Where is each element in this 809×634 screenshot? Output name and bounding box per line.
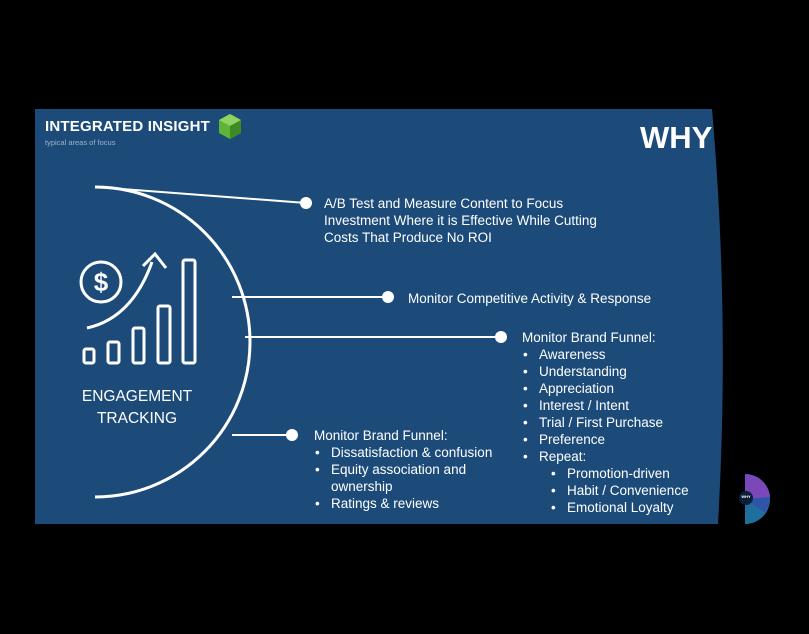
sub-list-item: Emotional Loyalty (522, 499, 689, 516)
list-item: Dissatisfaction & confusion (314, 444, 504, 461)
list-item: Understanding (522, 363, 689, 380)
list-item: Awareness (522, 346, 689, 363)
branch-4-list: Dissatisfaction & confusion Equity assoc… (314, 444, 504, 512)
brand-title: INTEGRATED INSIGHT (45, 118, 210, 135)
widget-center-label: WHY (741, 494, 751, 499)
branch-2-title: Monitor Competitive Activity & Response (408, 291, 652, 306)
branch-1-line: Costs That Produce No ROI (324, 230, 492, 245)
branch-1-line: Investment Where it is Effective While C… (324, 213, 597, 228)
list-item: Interest / Intent (522, 397, 689, 414)
list-item: Repeat: (522, 448, 689, 465)
connector-dot-2 (382, 291, 394, 303)
list-item: Preference (522, 431, 689, 448)
branch-3-list: Awareness Understanding Appreciation Int… (522, 346, 689, 516)
branch-2: Monitor Competitive Activity & Response (408, 290, 651, 307)
green-cube-icon (219, 114, 241, 139)
list-item: Appreciation (522, 380, 689, 397)
connector-dot-3 (495, 331, 507, 343)
branch-3-title: Monitor Brand Funnel: (522, 330, 656, 345)
branch-1: A/B Test and Measure Content to Focus In… (324, 195, 597, 246)
list-item: Ratings & reviews (314, 495, 504, 512)
branch-3: Monitor Brand Funnel: Awareness Understa… (522, 329, 689, 516)
branch-4-title: Monitor Brand Funnel: (314, 428, 448, 443)
connector-line-1 (94, 186, 307, 204)
connector-dot-4 (286, 429, 298, 441)
dollar-growth-chart-icon: $ (79, 251, 197, 365)
circular-nav-widget-icon (739, 473, 771, 524)
hub-label: ENGAGEMENT TRACKING (81, 388, 193, 427)
branch-1-line: A/B Test and Measure Content to Focus (324, 196, 564, 211)
branch-4: Monitor Brand Funnel: Dissatisfaction & … (314, 427, 504, 512)
brand-subtitle: typical areas of focus (45, 138, 116, 147)
svg-text:$: $ (94, 267, 109, 297)
hub-arc (94, 185, 252, 499)
sub-list-item: Habit / Convenience (522, 482, 689, 499)
connector-dot-1 (300, 197, 312, 209)
list-item: Equity association and ownership (314, 461, 504, 495)
slide-title: WHY (640, 120, 713, 155)
sub-list-item: Promotion-driven (522, 465, 689, 482)
list-item: Trial / First Purchase (522, 414, 689, 431)
